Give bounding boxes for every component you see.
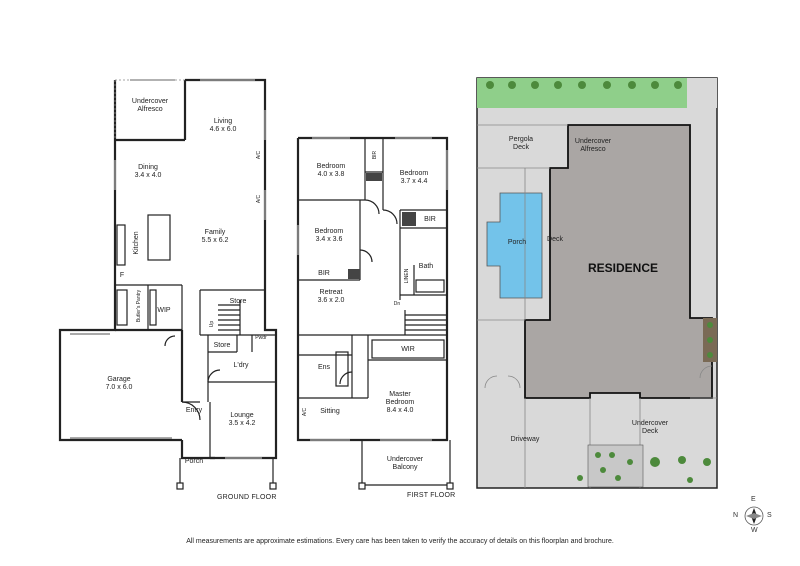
room-wip: WIP bbox=[157, 307, 171, 314]
bir-label-2: BIR bbox=[424, 216, 436, 223]
compass-icon: E N S W bbox=[733, 496, 772, 534]
stair-dn-label: Dn bbox=[393, 301, 401, 307]
alfresco-line1: Undercover bbox=[131, 98, 169, 105]
room-living: Living 4.6 x 6.0 bbox=[210, 118, 237, 134]
bedroom-3-name: Bedroom bbox=[314, 228, 344, 235]
disclaimer-text: All measurements are approximate estimat… bbox=[186, 538, 614, 545]
room-alfresco-ground: Undercover Alfresco bbox=[132, 98, 168, 114]
room-master-bedroom: Master Bedroom 8.4 x 4.0 bbox=[386, 391, 414, 415]
site-pergola-deck: Pergola Deck bbox=[509, 136, 533, 152]
bedroom-2-name: Bedroom bbox=[399, 170, 429, 177]
family-size: 5.5 x 6.2 bbox=[201, 237, 229, 244]
room-kitchen: Kitchen bbox=[133, 231, 140, 255]
dining-size: 3.4 x 4.0 bbox=[134, 172, 162, 179]
room-balcony: Undercover Balcony bbox=[387, 456, 423, 472]
room-sitting: Sitting bbox=[320, 408, 340, 415]
first-floor-caption: FIRST FLOOR bbox=[407, 492, 456, 499]
dining-name: Dining bbox=[138, 164, 158, 171]
alfresco-line2: Alfresco bbox=[137, 106, 163, 113]
compass-e: E bbox=[751, 496, 756, 503]
room-porch-ground: Porch bbox=[184, 458, 204, 465]
room-store-1: Store bbox=[229, 298, 247, 305]
linen-label: LINEN bbox=[404, 268, 410, 284]
room-store-2: Store bbox=[213, 342, 231, 349]
living-size: 4.6 x 6.0 bbox=[209, 126, 237, 133]
lounge-size: 3.5 x 4.2 bbox=[228, 420, 256, 427]
room-entry: Entry bbox=[185, 407, 203, 414]
pergola-line2: Deck bbox=[513, 144, 529, 151]
room-ensuite: Ens bbox=[317, 364, 331, 371]
balcony-line1: Undercover bbox=[386, 456, 424, 463]
room-retreat: Retreat 3.6 x 2.0 bbox=[318, 289, 345, 305]
compass-w: W bbox=[751, 527, 758, 534]
bir-label-1: BIR bbox=[372, 150, 378, 160]
site-porch: Porch bbox=[507, 239, 527, 246]
ac-label-1: A/C bbox=[256, 150, 262, 160]
site-alfresco-line1: Undercover bbox=[574, 138, 612, 145]
room-dining: Dining 3.4 x 4.0 bbox=[135, 164, 162, 180]
bedroom-2-size: 3.7 x 4.4 bbox=[400, 178, 428, 185]
site-driveway: Driveway bbox=[510, 436, 540, 443]
site-undercover-alfresco: Undercover Alfresco bbox=[575, 138, 611, 154]
room-butlers-pantry: Butler's Pantry bbox=[136, 289, 142, 323]
family-name: Family bbox=[204, 229, 226, 236]
room-lounge: Lounge 3.5 x 4.2 bbox=[229, 412, 256, 428]
ac-label-2: A/C bbox=[256, 194, 262, 204]
site-deck-line2: Deck bbox=[642, 428, 658, 435]
master-line1: Master bbox=[389, 391, 411, 398]
compass-n: N bbox=[733, 512, 739, 519]
site-deck: Deck bbox=[547, 236, 563, 243]
fridge-label: F bbox=[119, 272, 125, 279]
room-family: Family 5.5 x 6.2 bbox=[202, 229, 229, 245]
room-bedroom-2: Bedroom 3.7 x 4.4 bbox=[400, 170, 428, 186]
bir-label-3: BIR bbox=[318, 270, 330, 277]
compass-s: S bbox=[767, 512, 772, 519]
balcony-line2: Balcony bbox=[392, 464, 418, 471]
ground-floor-caption: GROUND FLOOR bbox=[217, 494, 277, 501]
bedroom-1-name: Bedroom bbox=[316, 163, 346, 170]
room-ldry: L'dry bbox=[233, 362, 249, 369]
stair-up-label: Up bbox=[209, 320, 215, 328]
site-deck-line1: Undercover bbox=[631, 420, 669, 427]
site-undercover-deck: Undercover Deck bbox=[632, 420, 668, 436]
room-pwdr: Pwdr bbox=[255, 335, 267, 341]
room-wir: WIR bbox=[401, 346, 415, 353]
master-line2: Bedroom bbox=[385, 399, 415, 406]
room-bath: Bath bbox=[418, 263, 434, 270]
garage-name: Garage bbox=[107, 376, 131, 383]
bedroom-1-size: 4.0 x 3.8 bbox=[317, 171, 345, 178]
lounge-name: Lounge bbox=[230, 412, 254, 419]
site-alfresco-line2: Alfresco bbox=[580, 146, 606, 153]
pergola-line1: Pergola bbox=[508, 136, 534, 143]
living-name: Living bbox=[213, 118, 233, 125]
ac-label-first: A/C bbox=[302, 407, 308, 417]
room-garage: Garage 7.0 x 6.0 bbox=[106, 376, 133, 392]
retreat-size: 3.6 x 2.0 bbox=[317, 297, 345, 304]
retreat-name: Retreat bbox=[319, 289, 343, 296]
garage-size: 7.0 x 6.0 bbox=[105, 384, 133, 391]
bedroom-3-size: 3.4 x 3.6 bbox=[315, 236, 343, 243]
room-bedroom-1: Bedroom 4.0 x 3.8 bbox=[317, 163, 345, 179]
master-size: 8.4 x 4.0 bbox=[386, 407, 414, 414]
room-bedroom-3: Bedroom 3.4 x 3.6 bbox=[315, 228, 343, 244]
site-residence: RESIDENCE bbox=[587, 261, 659, 275]
